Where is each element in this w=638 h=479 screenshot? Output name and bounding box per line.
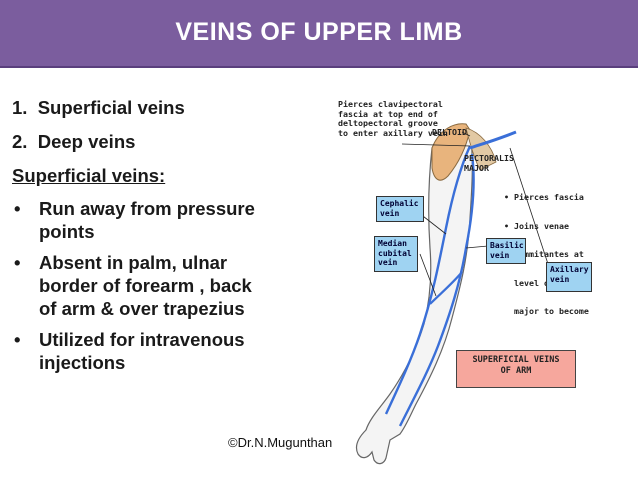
box-line: Basilic — [490, 241, 524, 250]
note-line: fascia at top end of — [338, 108, 438, 119]
bullet-dot: • — [14, 252, 21, 273]
content-text: 1. Superficial veins 2. Deep veins Super… — [12, 96, 312, 382]
deltoid-label: DELTOID — [432, 127, 467, 137]
bullet-line: Run away from pressure — [39, 198, 255, 219]
caption-line: OF ARM — [500, 366, 532, 376]
axillary-vein-box: Axillary vein — [546, 262, 592, 292]
bullet-dot: • — [14, 198, 21, 219]
bullet-line: border of forearm , back — [39, 275, 252, 296]
pointer-line — [419, 253, 437, 297]
note-line: commitantes at — [504, 249, 584, 259]
label-line: MAJOR — [464, 162, 489, 173]
list-item-superficial: 1. Superficial veins — [12, 96, 312, 119]
list-item-deep: 2. Deep veins — [12, 130, 312, 153]
anatomy-figure: Pierces clavipectoral fascia at top end … — [320, 88, 638, 468]
pectoralis-label: PECTORALIS MAJOR — [464, 153, 514, 173]
cephalic-vein-box: Cephalic vein — [376, 196, 424, 222]
pectoralis-muscle — [465, 127, 497, 171]
box-line: vein — [380, 208, 400, 218]
caption-line: SUPERFICIAL VEINS — [472, 355, 560, 365]
box-line: vein — [550, 274, 570, 284]
box-line: Cephalic — [380, 199, 419, 208]
note-line: deltopectoral groove — [338, 118, 438, 128]
pointer-line — [465, 245, 489, 249]
bullet-line: injections — [39, 352, 126, 373]
median-cubital-vein — [429, 271, 463, 305]
deltoid-muscle — [431, 123, 471, 181]
basilic-vein — [398, 153, 475, 427]
cephalic-vein — [384, 145, 472, 415]
bullet-line: of arm & over trapezius — [39, 298, 245, 319]
slide-title: VEINS OF UPPER LIMB — [175, 18, 463, 46]
pointer-line — [461, 131, 471, 137]
bullet-line: Absent in palm, ulnar — [39, 252, 228, 273]
arm-outline — [365, 125, 473, 442]
arm-illustration — [355, 123, 549, 465]
note-line: to enter axillary vein — [338, 127, 448, 138]
list-number: 2. — [12, 131, 28, 152]
title-bar: VEINS OF UPPER LIMB — [0, 0, 638, 68]
pointer-line — [401, 143, 471, 147]
label-line: PECTORALIS — [464, 153, 514, 163]
list-number: 1. — [12, 97, 28, 118]
section-heading: Superficial veins: — [12, 165, 166, 186]
box-line: Axillary — [550, 265, 589, 274]
list-text: Superficial veins — [37, 97, 185, 118]
note-line: Pierces clavipectoral — [338, 99, 443, 109]
copyright-credit: ©Dr.N.Mugunthan — [228, 435, 333, 450]
bullet-item: • Absent in palm, ulnar border of forear… — [12, 251, 312, 320]
pierces-note: Pierces clavipectoral fascia at top end … — [338, 99, 448, 138]
basilic-vein-box: Basilic vein — [486, 238, 526, 264]
note-line: • Joins venae — [504, 220, 569, 231]
box-line: vein — [490, 250, 510, 260]
figure-caption-box: SUPERFICIAL VEINS OF ARM — [456, 350, 576, 388]
pointer-line — [509, 147, 549, 265]
note-line: major to become — [504, 306, 589, 316]
note-line: • Pierces fascia — [504, 192, 584, 202]
box-line: cubital — [378, 248, 412, 258]
box-line: vein — [378, 258, 398, 267]
list-text: Deep veins — [37, 131, 136, 152]
median-cubital-vein-box: Median cubital vein — [374, 236, 418, 272]
bullet-line: Utilized for intravenous — [39, 329, 245, 350]
bullet-item: • Utilized for intravenous injections — [12, 328, 312, 374]
axillary-vein — [469, 130, 517, 150]
hand-outline — [355, 429, 391, 465]
bullet-dot: • — [14, 329, 21, 350]
bullet-line: points — [39, 221, 95, 242]
box-line: Median — [378, 239, 407, 248]
bullet-item: • Run away from pressure points — [12, 197, 312, 243]
